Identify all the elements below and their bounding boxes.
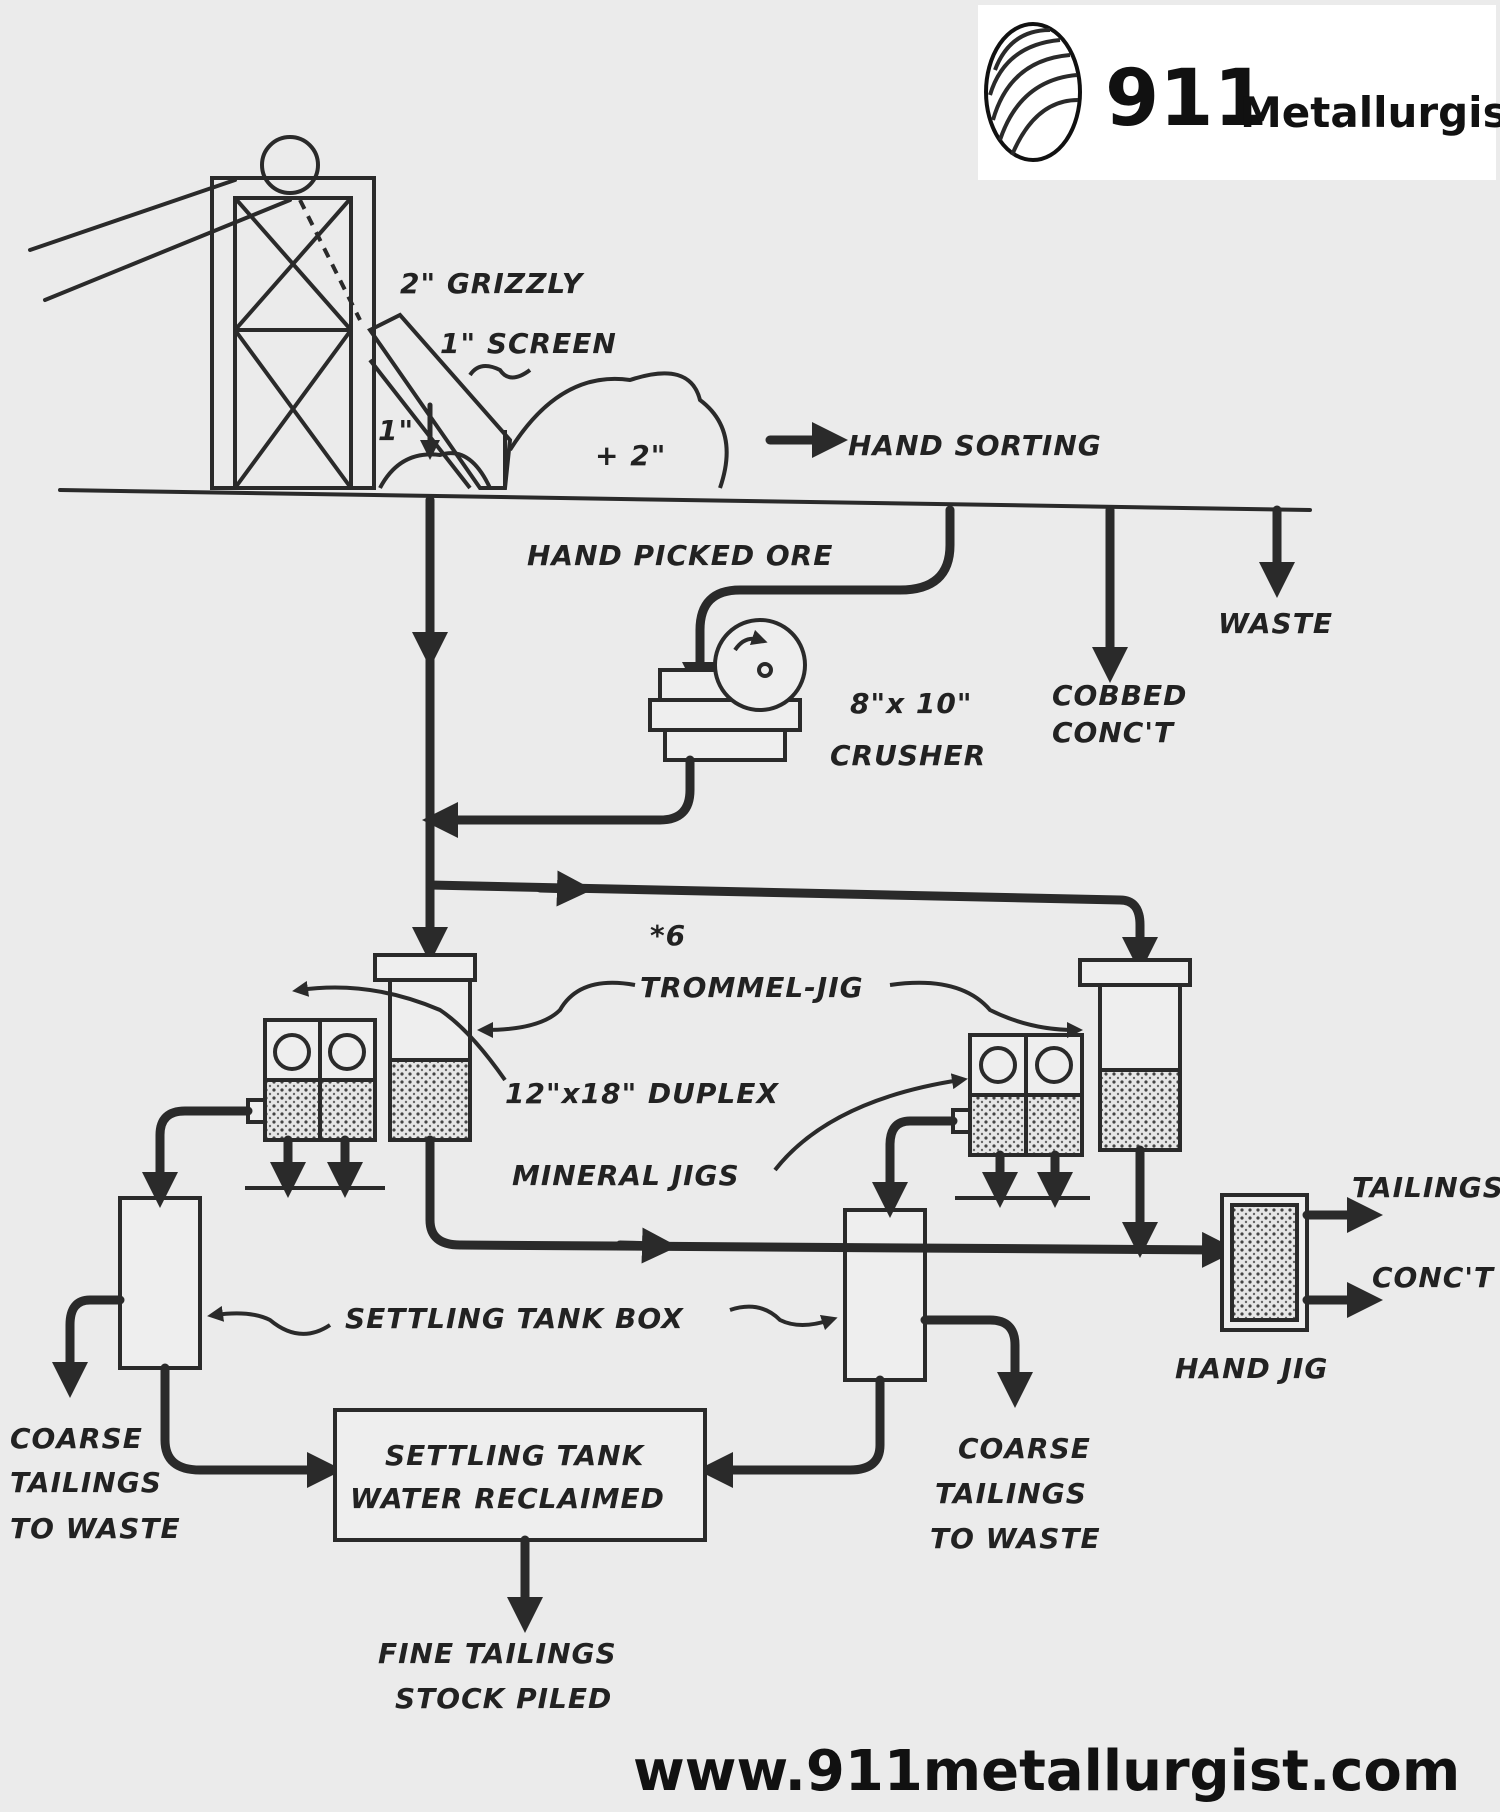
trommel-tailings-flow bbox=[425, 1135, 1238, 1268]
label-water-reclaimed: WATER RECLAIMED bbox=[350, 1482, 665, 1515]
left-trommel-jig bbox=[373, 953, 477, 1142]
label-fine-tailings: FINE TAILINGS bbox=[378, 1637, 617, 1670]
hand-picked-ore-flow bbox=[682, 505, 955, 698]
crusher-icon bbox=[648, 618, 807, 762]
label-grizzly: 2" GRIZZLY bbox=[400, 267, 585, 300]
right-duplex-mineral-jig bbox=[951, 1033, 1090, 1208]
label-coarse-left-2: TAILINGS bbox=[10, 1466, 162, 1499]
logo-word: Metallurgist bbox=[1240, 88, 1500, 137]
label-trommel-jig: TROMMEL-JIG bbox=[640, 971, 864, 1004]
left-settling-tank-box bbox=[118, 1196, 202, 1370]
crusher-return-flow bbox=[422, 755, 695, 838]
headframe bbox=[28, 135, 1312, 512]
label-waste: WASTE bbox=[1218, 607, 1333, 640]
label-coarse-right-1: COARSE bbox=[958, 1432, 1091, 1465]
label-mineral-jigs: MINERAL JIGS bbox=[512, 1159, 740, 1192]
label-cobbed: COBBED bbox=[1052, 679, 1187, 712]
label-crusher: CRUSHER bbox=[830, 739, 986, 772]
label-stock-piled: STOCK PILED bbox=[395, 1682, 612, 1715]
label-six: *6 bbox=[650, 919, 686, 952]
settling-tank-water-reclaimed bbox=[333, 1408, 707, 1542]
label-plus-two: + 2" bbox=[595, 439, 666, 472]
label-cobbed-conct: CONC'T bbox=[1052, 716, 1175, 749]
website-url: www.911metallurgist.com bbox=[633, 1739, 1460, 1804]
label-hand-picked-ore: HAND PICKED ORE bbox=[527, 539, 833, 572]
right-trommel-jig bbox=[1078, 958, 1192, 1152]
left-duplex-mineral-jig bbox=[245, 1018, 385, 1198]
label-hand-jig: HAND JIG bbox=[1175, 1352, 1328, 1385]
label-coarse-right-2: TAILINGS bbox=[935, 1477, 1087, 1510]
right-settling-tank-box bbox=[843, 1208, 927, 1382]
logo-emblem-icon bbox=[984, 22, 1082, 162]
label-one-inch: 1" bbox=[378, 414, 414, 447]
label-hand-sorting: HAND SORTING bbox=[848, 429, 1102, 462]
label-screen: 1" SCREEN bbox=[440, 327, 617, 360]
label-coarse-right-3: TO WASTE bbox=[930, 1522, 1101, 1555]
label-crusher-size: 8"x 10" bbox=[850, 687, 972, 720]
label-tailings: TAILINGS bbox=[1352, 1171, 1500, 1204]
hand-jig bbox=[1220, 1193, 1309, 1332]
logo: 911 Metallurgist bbox=[978, 5, 1500, 180]
label-coarse-left-3: TO WASTE bbox=[10, 1512, 181, 1545]
label-conct: CONC'T bbox=[1372, 1261, 1495, 1294]
logo-number: 911 bbox=[1105, 54, 1268, 144]
label-settling-tank: SETTLING TANK bbox=[385, 1439, 646, 1472]
label-duplex: 12"x18" DUPLEX bbox=[505, 1077, 779, 1110]
split-to-right-jig-flow bbox=[425, 880, 1158, 973]
label-coarse-left-1: COARSE bbox=[10, 1422, 143, 1455]
label-settling-tank-box: SETTLING TANK BOX bbox=[345, 1302, 684, 1335]
